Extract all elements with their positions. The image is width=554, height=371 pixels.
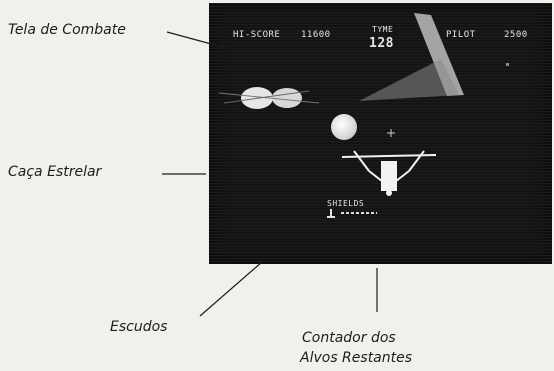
- shields-label: SHIELDS: [327, 199, 365, 208]
- pilot-value: 2500: [504, 30, 528, 40]
- pilot-label: PILOT: [446, 30, 476, 40]
- targets-counter-label-line2: Alvos Restantes: [300, 350, 413, 366]
- starfighter-label: Caça Estrelar: [8, 164, 102, 180]
- trench-wall: [359, 59, 459, 101]
- tyme-value: 128: [369, 36, 394, 51]
- target-sphere: [331, 114, 357, 140]
- shield-bar: [327, 209, 377, 218]
- hiscore-label: HI-SCORE: [233, 30, 281, 40]
- targets-counter-label-line1: Contador dos: [302, 330, 396, 346]
- laser-beam: [414, 13, 464, 96]
- tyme-label: TYME: [372, 25, 394, 34]
- combat-screen: HI-SCORE 11600 TYME 128 PILOT 2500 SHIEL…: [209, 3, 552, 264]
- combat-scene: [209, 3, 552, 264]
- enemy-ships: [218, 87, 320, 109]
- debris: [506, 63, 509, 66]
- shields-caption: Escudos: [110, 319, 168, 335]
- scanlines: [209, 3, 552, 264]
- combat-screen-label: Tela de Combate: [8, 22, 126, 38]
- starfighter: [341, 150, 437, 196]
- hiscore-value: 11600: [301, 30, 331, 40]
- crosshair: [387, 129, 395, 137]
